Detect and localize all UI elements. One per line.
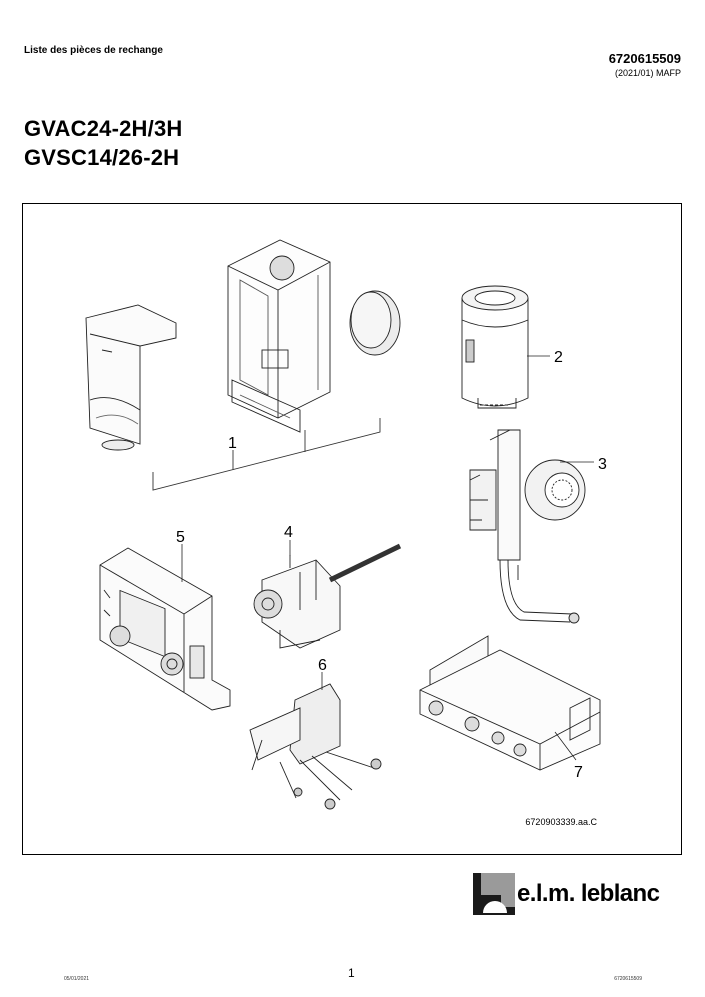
callout-3: 3	[598, 456, 607, 473]
gas-valve-pump-drawing	[253, 543, 402, 649]
model-name-1: GVAC24-2H/3H	[24, 116, 183, 141]
footer-date: 05/01/2021	[64, 976, 90, 982]
figure-reference: 6720903339.aa.C	[525, 817, 597, 827]
round-cover-drawing	[349, 290, 401, 356]
callout-1: 1	[228, 435, 237, 452]
callout-5: 5	[176, 529, 185, 546]
brand-name: e.l.m. leblanc	[517, 880, 660, 907]
burner-cylinder-drawing	[461, 285, 529, 409]
page-number: 1	[348, 966, 355, 980]
fan-assembly-drawing	[469, 429, 586, 624]
document-title: Liste des pièces de rechange	[24, 45, 163, 56]
callout-2: 2	[554, 349, 563, 366]
brand-logo-icon	[473, 873, 515, 915]
hydraulic-block-drawing	[249, 683, 382, 810]
document-revision: (2021/01) MAFP	[614, 68, 681, 78]
bottom-manifold-drawing	[419, 635, 601, 771]
chassis-frame-drawing	[227, 239, 331, 433]
footer-reference: 6720615509	[614, 976, 642, 982]
control-box-drawing	[99, 547, 231, 711]
callout-6: 6	[318, 657, 327, 674]
document-number: 6720615509	[608, 51, 681, 66]
front-casing-drawing	[85, 304, 177, 451]
figure-frame	[22, 203, 682, 855]
callout-7: 7	[574, 764, 583, 781]
model-name-2: GVSC14/26-2H	[24, 145, 180, 170]
callout-4: 4	[284, 524, 293, 541]
